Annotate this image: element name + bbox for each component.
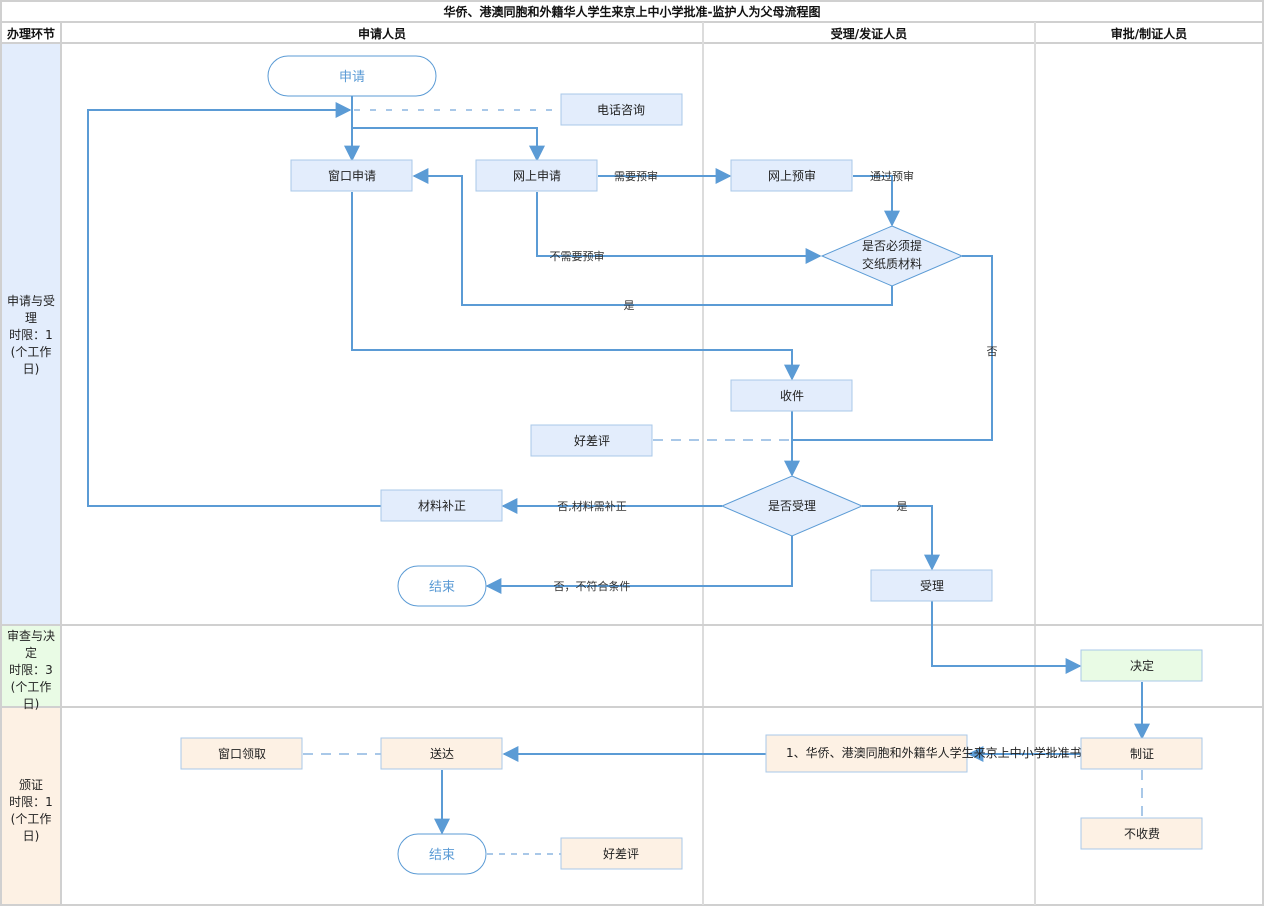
edge-yes-paper (412, 168, 893, 306)
node-no-fee-label: 不收费 (1124, 827, 1160, 841)
lane-apply-line: 时限：1 (9, 328, 53, 342)
lane-issue-line: (个工作 (11, 812, 52, 826)
edges (87, 96, 1150, 855)
node-end-2[interactable]: 结束 (397, 833, 487, 875)
edge-start-to-online-apply (352, 127, 545, 162)
lane-apply-cell (2, 44, 60, 624)
node-end-1[interactable]: 结束 (397, 565, 487, 607)
node-phone-consult-label: 电话咨询 (597, 102, 645, 117)
node-decide[interactable]: 决定 (1080, 649, 1203, 682)
node-accept-decision-label: 是否受理 (768, 499, 816, 513)
lane-apply-line: (个工作 (11, 345, 52, 359)
edge-label-no-paper: 否 (987, 345, 998, 358)
node-certificate-doc[interactable]: 1、华侨、港澳同胞和外籍华人学生来京上中小学批准书 (765, 734, 1082, 773)
lane-review-line: 审查与决 (7, 628, 55, 643)
node-supplement-label: 材料补正 (418, 499, 466, 513)
node-window-pickup[interactable]: 窗口领取 (180, 737, 303, 770)
column-header-acceptor: 受理/发证人员 (831, 26, 907, 41)
edge-label-need-precheck: 需要预审 (614, 169, 658, 183)
edge-label-no-unqualified: 否，不符合条件 (554, 579, 631, 593)
lane-review-line: (个工作 (11, 680, 52, 694)
lane-issue-line: 日) (23, 829, 40, 843)
node-paper-decision-line1: 是否必须提 (862, 238, 922, 253)
node-online-apply[interactable]: 网上申请 (475, 159, 598, 192)
node-online-apply-label: 网上申请 (513, 169, 561, 183)
edge-label-yes-paper: 是 (624, 299, 635, 312)
node-no-fee[interactable]: 不收费 (1080, 817, 1203, 850)
edge-yes-accept (862, 505, 940, 571)
node-rating-1[interactable]: 好差评 (530, 424, 653, 457)
node-window-pickup-label: 窗口领取 (218, 747, 266, 761)
node-rating-2[interactable]: 好差评 (560, 837, 683, 870)
node-phone-consult[interactable]: 电话咨询 (560, 93, 683, 126)
edge-label-no-precheck: 不需要预审 (550, 249, 605, 263)
diagram-title: 华侨、港澳同胞和外籍华人学生来京上中小学批准-监护人为父母流程图 (444, 4, 821, 19)
node-certificate-doc-label: 1、华侨、港澳同胞和外籍华人学生来京上中小学批准书 (786, 745, 1082, 760)
edge-pass-precheck (853, 175, 900, 227)
node-end-2-label: 结束 (429, 848, 455, 863)
node-paper-decision[interactable]: 是否必须提 交纸质材料 (820, 225, 964, 287)
edge-label-yes-accept: 是 (897, 500, 908, 513)
node-accept-decision[interactable]: 是否受理 (720, 475, 864, 537)
node-receive[interactable]: 收件 (730, 379, 853, 412)
column-header-approver: 审批/制证人员 (1111, 26, 1187, 41)
lane-review-cell (2, 626, 60, 706)
node-make-cert[interactable]: 制证 (1080, 737, 1203, 770)
node-deliver-label: 送达 (430, 746, 454, 761)
nodes: 申请 电话咨询 窗口申请 网上申请 网上预审 是否必须提 交纸质材料 收件 (180, 55, 1203, 875)
column-header-applicant: 申请人员 (358, 26, 406, 41)
node-accept-label: 受理 (920, 579, 944, 593)
node-supplement[interactable]: 材料补正 (380, 489, 503, 522)
node-window-apply[interactable]: 窗口申请 (290, 159, 413, 192)
lane-label-issue: 颁证 时限：1 (个工作 日) (9, 777, 53, 843)
node-end-1-label: 结束 (429, 580, 455, 595)
lane-issue-line: 时限：1 (9, 795, 53, 809)
lane-issue-line: 颁证 (19, 777, 43, 792)
edge-no-unqualified (485, 536, 793, 594)
edge-no-paper (792, 255, 993, 441)
lane-apply-line: 理 (25, 311, 37, 325)
node-rating-1-label: 好差评 (574, 434, 610, 448)
lane-review-line: 日) (23, 697, 40, 711)
lane-review-line: 时限：3 (9, 663, 53, 677)
edge-label-pass-precheck: 通过预审 (870, 169, 914, 183)
node-online-precheck-label: 网上预审 (768, 168, 816, 183)
lane-label-apply: 申请与受 理 时限：1 (个工作 日) (7, 294, 55, 376)
node-rating-2-label: 好差评 (603, 847, 639, 861)
edge-supplement-loop (87, 102, 381, 507)
lane-label-review: 审查与决 定 时限：3 (个工作 日) (7, 628, 55, 711)
lane-review-line: 定 (25, 645, 37, 660)
node-receive-label: 收件 (780, 389, 804, 403)
edge-window-to-receive (351, 192, 800, 381)
node-start-label: 申请 (339, 70, 365, 85)
node-deliver[interactable]: 送达 (380, 737, 503, 770)
lane-apply-line: 申请与受 (7, 294, 55, 308)
node-accept[interactable]: 受理 (870, 569, 993, 602)
node-start[interactable]: 申请 (267, 55, 437, 97)
node-paper-decision-line2: 交纸质材料 (862, 256, 922, 271)
column-header-stage: 办理环节 (7, 26, 55, 41)
edge-label-no-supplement: 否,材料需补正 (557, 499, 627, 513)
edge-no-precheck (536, 192, 822, 264)
node-decide-label: 决定 (1130, 658, 1154, 673)
edge-accept-to-decide (931, 601, 1082, 674)
lane-issue-cell (2, 708, 60, 904)
node-make-cert-label: 制证 (1130, 747, 1154, 761)
node-window-apply-label: 窗口申请 (328, 169, 376, 183)
lane-apply-line: 日) (23, 362, 40, 376)
node-online-precheck[interactable]: 网上预审 (730, 159, 853, 192)
